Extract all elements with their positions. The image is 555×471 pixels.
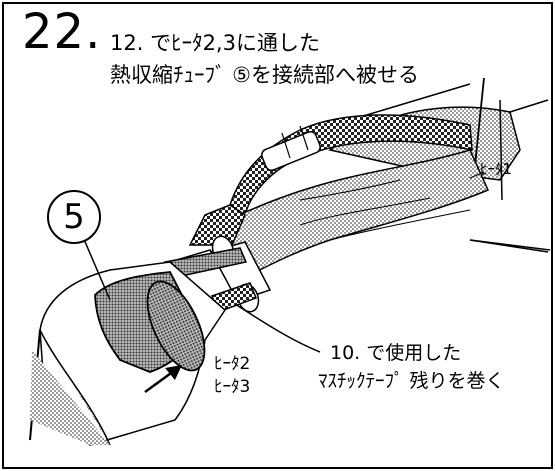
step-number: 22.	[22, 4, 102, 60]
part-number-callout: 5	[47, 190, 101, 244]
note-line-1: 10. で使用した	[330, 342, 462, 364]
instruction-line-1: 12. でﾋｰﾀ2,3に通した	[110, 31, 320, 55]
splice-junction	[163, 235, 272, 316]
heater-3-label: ﾋｰﾀ3	[214, 377, 251, 397]
heater-2-label: ﾋｰﾀ2	[214, 354, 251, 374]
instruction-line-2: 熱収縮ﾁｭｰﾌﾞ ⑤を接続部へ被せる	[110, 63, 420, 87]
direction-arrow	[144, 365, 182, 394]
note-leader-line	[234, 303, 321, 353]
connector-sleeve	[261, 125, 321, 172]
heater-1-label: ﾋｰﾀ1	[480, 160, 513, 178]
note-line-2: ﾏｽﾁｯｸﾃｰﾌﾟ 残りを巻く	[318, 370, 505, 392]
heat-shrink-tube-5	[94, 271, 206, 373]
